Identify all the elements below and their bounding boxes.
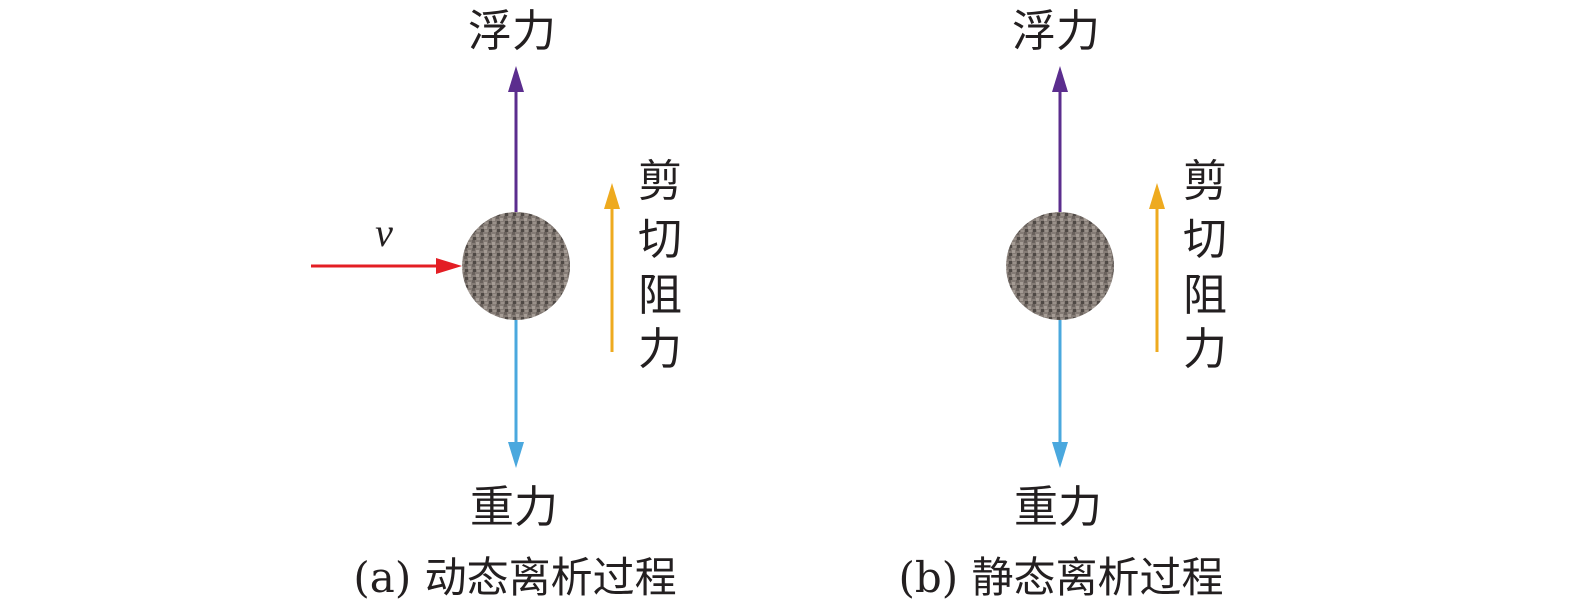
shear-label-char: 切 bbox=[1183, 214, 1227, 265]
shear-label-char: 力 bbox=[1183, 324, 1227, 375]
shear-arrowhead bbox=[604, 183, 620, 209]
shear-label-char: 阻 bbox=[638, 270, 682, 321]
shear-label-char: 剪 bbox=[1183, 156, 1227, 207]
buoyancy-arrowhead bbox=[508, 66, 524, 92]
caption-a: (a) 动态离析过程 bbox=[353, 553, 676, 602]
buoyancy-label: 浮力 bbox=[468, 6, 556, 57]
velocity-arrowhead bbox=[436, 258, 462, 274]
caption-b: (b) 静态离析过程 bbox=[898, 553, 1223, 602]
particle bbox=[462, 212, 570, 320]
gravity-arrowhead bbox=[1052, 442, 1068, 468]
velocity-label: v bbox=[375, 210, 393, 255]
gravity-label: 重力 bbox=[470, 482, 558, 533]
gravity-label: 重力 bbox=[1014, 482, 1102, 533]
buoyancy-arrowhead bbox=[1052, 66, 1068, 92]
panel-static: 浮力 剪 切 阻 力 重力 (b) 静态离析过程 bbox=[898, 6, 1227, 602]
shear-label-char: 切 bbox=[638, 214, 682, 265]
panel-dynamic: v 浮力 剪 切 阻 力 重力 (a) 动态离析过程 bbox=[311, 6, 682, 602]
particle bbox=[1006, 212, 1114, 320]
gravity-arrowhead bbox=[508, 442, 524, 468]
shear-label-char: 剪 bbox=[638, 156, 682, 207]
shear-label-char: 阻 bbox=[1183, 270, 1227, 321]
shear-arrowhead bbox=[1149, 183, 1165, 209]
buoyancy-label: 浮力 bbox=[1012, 6, 1100, 57]
shear-label-char: 力 bbox=[638, 324, 682, 375]
